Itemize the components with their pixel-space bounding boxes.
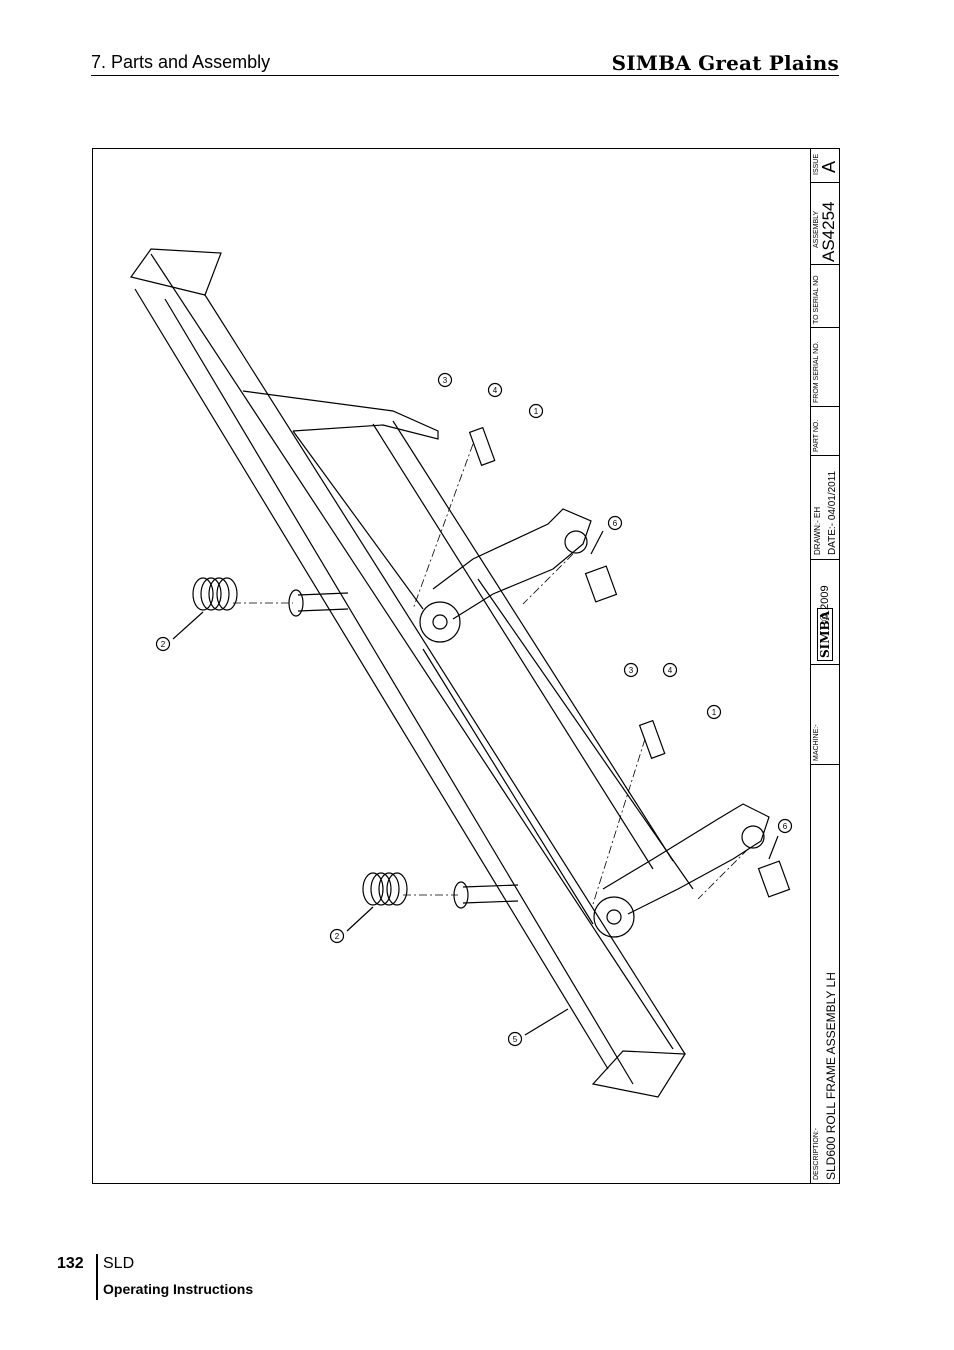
- simba-logo: SIMBA: [817, 607, 833, 661]
- callout-1b: 1: [712, 708, 717, 717]
- second-beam-edge-2: [392, 420, 674, 862]
- callout-4b: 4: [668, 666, 673, 675]
- footer-title: SLD: [103, 1255, 135, 1272]
- assembly-drawing: 3 4 1 6 2 3 4 1 6 2 5: [129, 248, 793, 1098]
- leader-line: [590, 530, 604, 555]
- main-beam-edge-3: [164, 298, 634, 1085]
- callout-6a: 6: [613, 519, 618, 528]
- callout-circle: [706, 704, 722, 720]
- tb-part-no-cell: PART NO.: [811, 406, 840, 456]
- arm-upper: [432, 508, 592, 620]
- hub-upper-inner: [432, 614, 448, 630]
- callout-2b: 2: [335, 932, 340, 941]
- tb-to-serial-label: TO SERIAL NO: [813, 275, 820, 324]
- pin-upper: [468, 426, 496, 467]
- cross-brace-edge: [292, 430, 424, 610]
- arm-upper-bush: [564, 530, 588, 554]
- callout-2a: 2: [161, 640, 166, 649]
- tb-issue-value: A: [819, 160, 839, 173]
- callout-1a: 1: [534, 407, 539, 416]
- leader-line: [768, 835, 779, 860]
- callout-circle: [329, 928, 345, 944]
- centre-line: [592, 738, 646, 905]
- tb-assembly-value: AS4254: [819, 201, 838, 263]
- footer-subtitle: Operating Instructions: [103, 1281, 254, 1297]
- centre-line: [697, 848, 749, 900]
- second-beam-edge-4: [422, 648, 594, 925]
- tb-date: DATE:- 04/01/2011: [827, 470, 838, 555]
- tb-assembly-cell: ASSEMBLY AS4254: [811, 182, 840, 265]
- callout-6b: 6: [783, 822, 788, 831]
- centre-line: [412, 443, 474, 610]
- tb-to-serial-cell: TO SERIAL NO: [811, 264, 840, 328]
- title-block: ISSUE A ASSEMBLY AS4254 TO SERIAL NO FRO…: [810, 149, 840, 1183]
- second-beam-edge-3: [477, 578, 694, 890]
- callout-3b: 3: [629, 666, 634, 675]
- footer-divider: [96, 1254, 98, 1300]
- callout-circle: [155, 636, 171, 652]
- shaft-lower-1: [462, 884, 519, 888]
- tb-description: SLD600 ROLL FRAME ASSEMBLY LH: [824, 972, 838, 1180]
- bush-lower: [757, 860, 791, 898]
- pin-lower: [638, 719, 666, 760]
- tb-issue-cell: ISSUE A: [811, 149, 840, 183]
- hub-upper-outer: [419, 601, 461, 643]
- callout-circle: [607, 515, 623, 531]
- tb-logo-cell: © 2009 SIMBA: [811, 559, 840, 665]
- tb-drawn-cell: DRAWN:- EH DATE:- 04/01/2011: [811, 455, 840, 560]
- cross-brace: [242, 390, 439, 440]
- shaft-upper-1: [297, 592, 349, 596]
- callout-circle: [623, 662, 639, 678]
- shaft-upper-head: [288, 589, 304, 617]
- callout-5: 5: [513, 1035, 518, 1044]
- tb-from-serial-label: FROM SERIAL NO.: [813, 341, 820, 403]
- main-beam-edge-1: [150, 253, 674, 1050]
- shaft-lower-2: [462, 900, 519, 904]
- callout-circle: [528, 403, 544, 419]
- centre-line: [522, 553, 574, 605]
- callout-4a: 4: [493, 386, 498, 395]
- brand-logo: SIMBA Great Plains: [611, 51, 839, 75]
- header-rule: [91, 75, 839, 76]
- arm-lower-bush: [741, 825, 765, 849]
- arm-lower: [602, 803, 770, 915]
- drawing-frame: 3 4 1 6 2 3 4 1 6 2 5 ISSUE A ASSEMBLY A…: [92, 148, 840, 1184]
- leader-line: [172, 611, 204, 640]
- clamp-stack-upper: [192, 577, 238, 611]
- leader-line: [524, 1008, 569, 1036]
- tb-machine-label: MACHINE:-: [813, 724, 820, 761]
- section-title: 7. Parts and Assembly: [91, 52, 271, 72]
- callout-circle: [662, 662, 678, 678]
- callout-circle: [487, 382, 503, 398]
- hub-lower-outer: [593, 896, 635, 938]
- callout-circle: [777, 818, 793, 834]
- hub-lower-inner: [606, 909, 622, 925]
- callout-circle: [437, 372, 453, 388]
- tb-part-no-label: PART NO.: [813, 419, 820, 452]
- main-beam-edge-2: [134, 288, 609, 1070]
- bush-upper: [584, 565, 618, 603]
- second-beam-edge-1: [372, 423, 654, 870]
- clamp-stack-lower: [362, 872, 408, 906]
- tb-machine-cell: MACHINE:-: [811, 664, 840, 765]
- tb-drawn: DRAWN:- EH: [813, 506, 822, 555]
- tb-description-cell: DESCRIPTION:- SLD600 ROLL FRAME ASSEMBLY…: [811, 764, 840, 1183]
- callout-circle: [507, 1031, 523, 1047]
- page-number: 132: [57, 1255, 84, 1272]
- tb-description-label: DESCRIPTION:-: [813, 1127, 820, 1180]
- end-plate-bottom: [591, 1050, 687, 1098]
- callout-3a: 3: [443, 376, 448, 385]
- shaft-upper-2: [297, 608, 349, 612]
- main-beam-edge-4: [204, 294, 686, 1055]
- tb-from-serial-cell: FROM SERIAL NO.: [811, 327, 840, 407]
- end-plate-top: [129, 248, 222, 296]
- leader-line: [346, 906, 374, 932]
